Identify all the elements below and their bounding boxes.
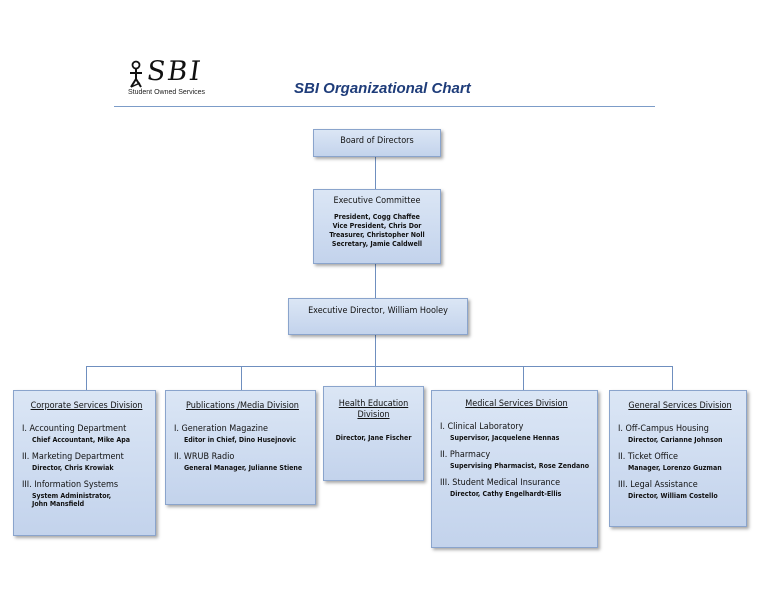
department-name: II. Pharmacy <box>440 450 491 461</box>
department-head: Supervising Pharmacist, Rose Zendano <box>450 461 590 470</box>
logo-tagline: Student Owned Services <box>128 89 206 96</box>
general-services-division-box: General Services Division I. Off-Campus … <box>609 390 747 527</box>
department-item: II. Ticket Office Manager, Lorenzo Guzma… <box>618 452 742 472</box>
connector-to-medical <box>523 366 524 390</box>
department-head: Director, Cathy Engelhardt-Ellis <box>450 489 562 498</box>
board-label: Board of Directors <box>340 136 414 146</box>
connector-to-health <box>375 366 376 386</box>
division-head: Director, Jane Fischer <box>335 433 412 442</box>
division-title: Corporate Services Division <box>30 401 143 411</box>
health-education-division-box: Health Education Division Director, Jane… <box>323 386 424 481</box>
department-item: I. Clinical Laboratory Supervisor, Jacqu… <box>440 422 593 442</box>
executive-director-box: Executive Director, William Hooley <box>288 298 468 335</box>
department-item: I. Accounting Department Chief Accountan… <box>22 424 151 444</box>
department-item: I. Generation Magazine Editor in Chief, … <box>174 424 311 444</box>
department-name: I. Accounting Department <box>22 424 127 435</box>
department-head: Director, Carianne Johnson <box>628 435 723 444</box>
department-name: I. Off-Campus Housing <box>618 424 709 435</box>
department-head: Manager, Lorenzo Guzman <box>628 463 722 472</box>
logo-wordmark: SBI <box>144 56 205 87</box>
connector-director-down <box>375 335 376 366</box>
department-item: II. WRUB Radio General Manager, Julianne… <box>174 452 311 472</box>
person-figure-icon <box>130 60 142 88</box>
connector-committee-to-director <box>375 264 376 298</box>
department-item: II. Pharmacy Supervising Pharmacist, Ros… <box>440 450 593 470</box>
committee-member: Secretary, Jamie Caldwell <box>331 239 423 248</box>
department-name: I. Generation Magazine <box>174 424 268 435</box>
connector-to-corporate <box>86 366 87 390</box>
committee-title: Executive Committee <box>333 196 421 206</box>
connector-horizontal-bus <box>86 366 672 367</box>
connector-to-general <box>672 366 673 390</box>
division-title: Health Education Division <box>338 399 409 421</box>
department-head: Chief Accountant, Mike Apa <box>32 435 130 444</box>
connector-to-publications <box>241 366 242 390</box>
department-name: III. Student Medical Insurance <box>440 478 561 489</box>
department-item: I. Off-Campus Housing Director, Carianne… <box>618 424 742 444</box>
executive-committee-box: Executive Committee President, Cogg Chaf… <box>313 189 441 264</box>
department-name: I. Clinical Laboratory <box>440 422 524 433</box>
department-item: III. Information Systems System Administ… <box>22 480 151 509</box>
sbi-logo: SBI Student Owned Services <box>127 56 227 100</box>
page-title: SBI Organizational Chart <box>294 80 471 97</box>
division-title: General Services Division <box>628 401 732 411</box>
board-of-directors-box: Board of Directors <box>313 129 441 157</box>
department-head: Director, Chris Krowiak <box>32 463 114 472</box>
department-name: II. Ticket Office <box>618 452 679 463</box>
connector-board-to-committee <box>375 157 376 189</box>
title-divider <box>114 106 655 107</box>
executive-director-label: Executive Director, William Hooley <box>308 306 448 316</box>
department-name: III. Legal Assistance <box>618 480 698 491</box>
department-item: II. Marketing Department Director, Chris… <box>22 452 151 472</box>
department-name: III. Information Systems <box>22 480 119 491</box>
medical-services-division-box: Medical Services Division I. Clinical La… <box>431 390 598 548</box>
department-head: Editor in Chief, Dino Husejnovic <box>184 435 297 444</box>
department-name: II. Marketing Department <box>22 452 124 463</box>
division-title: Medical Services Division <box>465 399 568 409</box>
department-item: III. Student Medical Insurance Director,… <box>440 478 593 498</box>
department-head: General Manager, Julianne Stiene <box>184 463 303 472</box>
committee-member: Treasurer, Christopher Noll <box>329 230 425 239</box>
department-head: Supervisor, Jacquelene Hennas <box>450 433 560 442</box>
corporate-services-division-box: Corporate Services Division I. Accountin… <box>13 390 156 536</box>
department-head: System Administrator, <box>32 491 112 500</box>
publications-media-division-box: Publications /Media Division I. Generati… <box>165 390 316 505</box>
department-head: John Mansfield <box>32 500 85 509</box>
department-head: Director, William Costello <box>628 491 718 500</box>
department-name: II. WRUB Radio <box>174 452 235 463</box>
department-item: III. Legal Assistance Director, William … <box>618 480 742 500</box>
committee-member: Vice President, Chris Dor <box>332 222 422 230</box>
committee-member: President, Cogg Chaffee <box>334 213 420 222</box>
division-title: Publications /Media Division <box>186 401 299 411</box>
